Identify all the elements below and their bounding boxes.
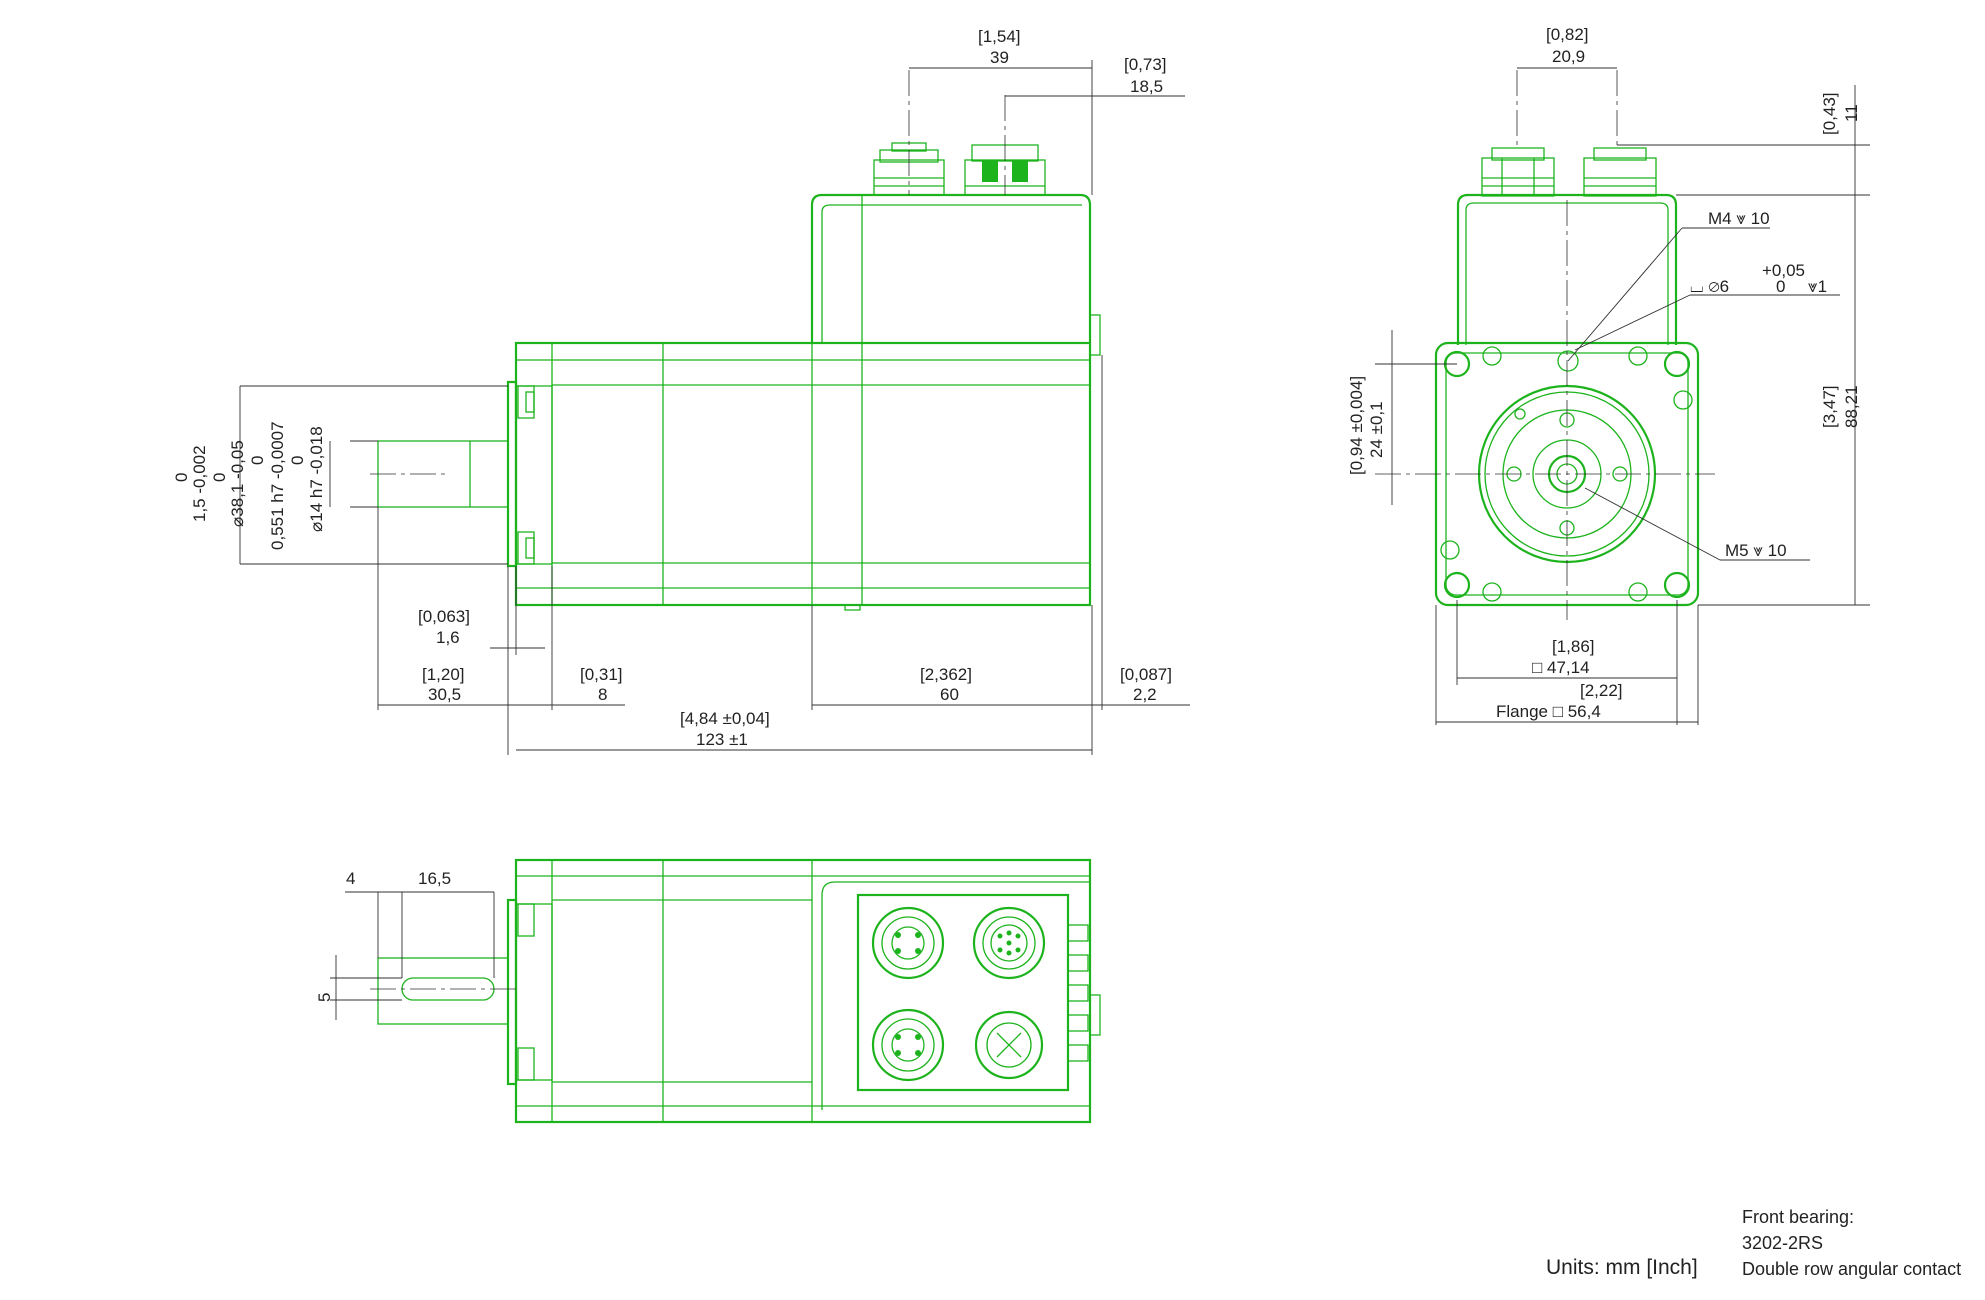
dim-zero-c: 0 <box>248 456 267 465</box>
dim-depth-1: ⩔1 <box>1808 277 1827 296</box>
dim-5: 5 <box>315 993 334 1002</box>
dim-tol-zero: 0 <box>1776 277 1785 296</box>
dim-m5: M5 ⩔ 10 <box>1725 541 1787 560</box>
dim-8: 8 <box>598 685 607 704</box>
dim-4: 4 <box>346 869 355 888</box>
dim-m4: M4 ⩔ 10 <box>1708 209 1770 228</box>
bottom-connector-1 <box>871 906 945 980</box>
dim-24: 24 ±0,1 <box>1367 401 1386 458</box>
dim-tol-plus: +0,05 <box>1762 261 1805 280</box>
side-dimensions <box>239 60 1190 755</box>
dim-0-94: [0,94 ±0,004] <box>1347 376 1366 475</box>
dim-47-14: □ 47,14 <box>1532 658 1590 677</box>
dim-0-43: [0,43] <box>1820 92 1839 135</box>
dim-0-087: [0,087] <box>1120 665 1172 684</box>
dim-1-5: 1,5 -0,002 <box>190 445 209 522</box>
dim-flange: Flange □ 56,4 <box>1496 702 1601 721</box>
dim-1-86: [1,86] <box>1552 637 1595 656</box>
bottom-connector-3 <box>871 1008 945 1082</box>
dim-18-5: 18,5 <box>1130 77 1163 96</box>
dim-0-31: [0,31] <box>580 665 623 684</box>
dim-38-1: ⌀38,1 -0,05 <box>228 440 247 527</box>
dim-2-362: [2,362] <box>920 665 972 684</box>
dim-bore-6: ⌴ ⌀6 <box>1690 277 1729 296</box>
dim-zero-d: 0 <box>288 456 307 465</box>
dim-0-73: [0,73] <box>1124 55 1167 74</box>
dim-2-2: 2,2 <box>1133 685 1157 704</box>
dim-zero-a: 0 <box>172 473 191 482</box>
side-shaft <box>370 440 509 508</box>
dim-0-82: [0,82] <box>1546 25 1589 44</box>
dim-3-47: [3,47] <box>1820 385 1839 428</box>
bottom-view: 4 16,5 5 <box>315 858 1101 1124</box>
bottom-connector-2 <box>972 906 1046 980</box>
dim-0-063: [0,063] <box>418 607 470 626</box>
bearing-title: Front bearing: <box>1742 1207 1854 1227</box>
dim-1-20: [1,20] <box>422 665 465 684</box>
side-motor-body <box>514 341 1092 607</box>
units-note: Units: mm [Inch] <box>1546 1256 1698 1279</box>
side-view: [1,54] 39 [0,73] 18,5 0 1,5 -0,002 0 ⌀38… <box>172 27 1190 755</box>
side-flange <box>506 380 553 568</box>
dim-123: 123 ±1 <box>696 730 748 749</box>
dim-16-5: 16,5 <box>418 869 451 888</box>
dim-88-21: 88,21 <box>1842 385 1861 428</box>
side-electronics-housing <box>810 193 1101 611</box>
front-view: [0,82] 20,9 [0,43] 11 [3,47] 88,21 [0,94… <box>1347 25 1870 725</box>
dim-14: ⌀14 h7 -0,018 <box>307 426 326 532</box>
dim-2-22: [2,22] <box>1580 681 1623 700</box>
dim-1-54: [1,54] <box>978 27 1021 46</box>
front-connector-right <box>1583 147 1657 197</box>
bearing-type: Double row angular contact <box>1742 1259 1961 1279</box>
front-dimensions <box>1375 67 1870 725</box>
dim-30-5: 30,5 <box>428 685 461 704</box>
dim-4-84: [4,84 ±0,04] <box>680 709 770 728</box>
dim-0-551: 0,551 h7 -0,0007 <box>268 421 287 550</box>
dim-11: 11 <box>1842 104 1861 122</box>
dim-60: 60 <box>940 685 959 704</box>
bearing-model: 3202-2RS <box>1742 1233 1823 1253</box>
dim-zero-b: 0 <box>210 473 229 482</box>
bottom-connector-4 <box>974 1010 1044 1080</box>
dim-1-6: 1,6 <box>436 628 460 647</box>
dim-39: 39 <box>990 48 1009 67</box>
dim-20-9: 20,9 <box>1552 47 1585 66</box>
front-connector-left <box>1481 147 1555 197</box>
